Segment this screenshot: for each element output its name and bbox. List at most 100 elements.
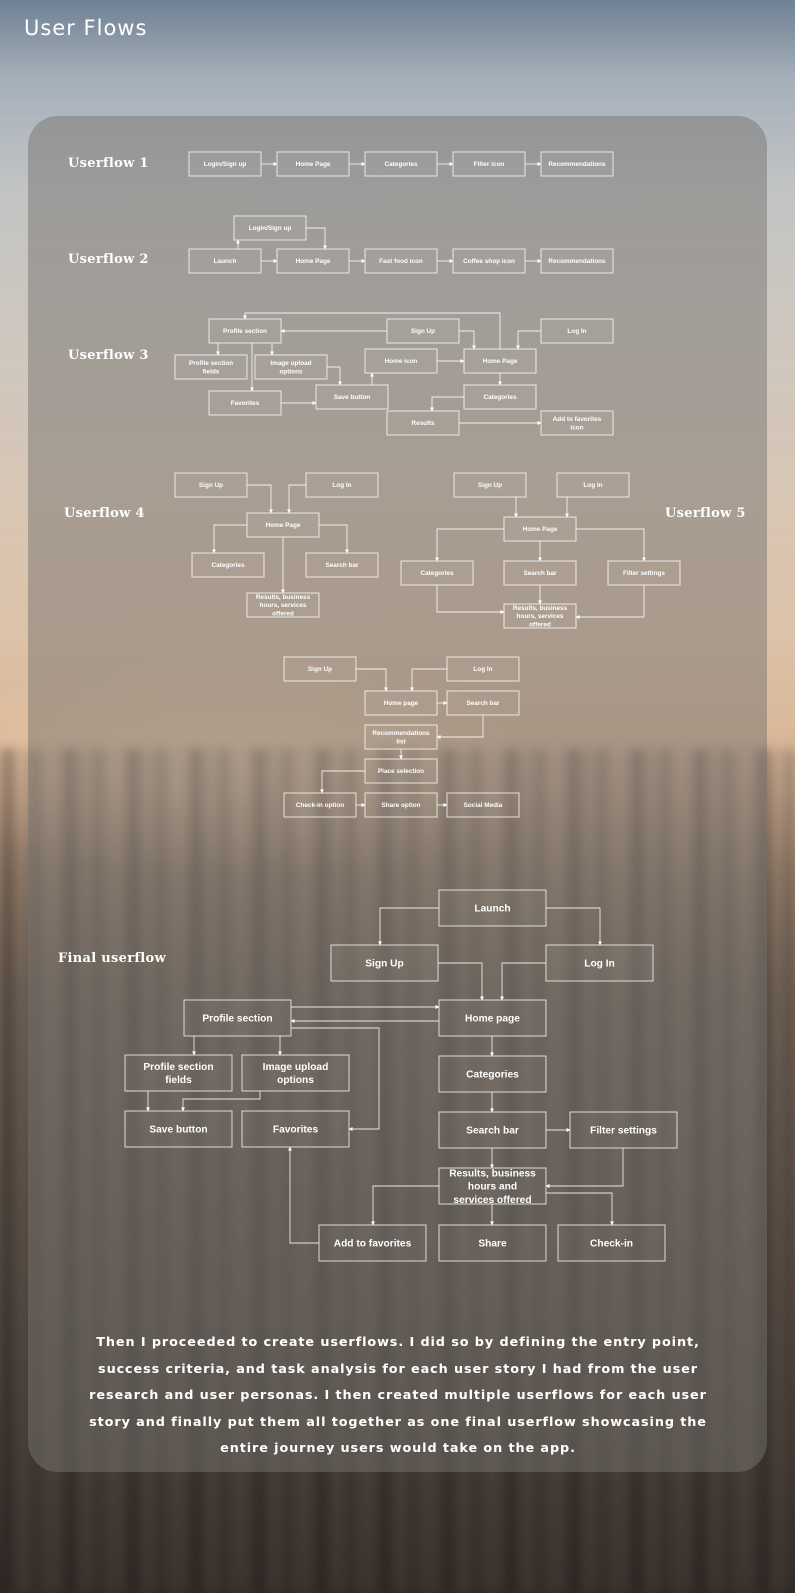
node-label: Recommendations: [548, 161, 606, 168]
node-uf6-search: Search bar: [446, 690, 520, 716]
edge-final-addfav-to-fav: [287, 1146, 319, 1244]
final-userflow-label: Final userflow: [58, 951, 166, 966]
node-label: Log In: [583, 482, 602, 489]
node-label: Log In: [473, 666, 492, 673]
node-uf5-signup: Sign Up: [453, 472, 527, 498]
node-box: [452, 151, 526, 177]
node-label: Coffee shop icon: [463, 258, 515, 265]
node-box: [305, 472, 379, 498]
diagram-uf1: Login/Sign up Home Page Categories Filter i…: [188, 151, 614, 177]
node-label: Home icon: [385, 358, 418, 365]
node-box: [276, 248, 350, 274]
node-uf4-cat: Categories: [191, 552, 265, 578]
node-uf6-place: Place selection: [364, 758, 438, 784]
edge-uf6-signup-to-home: [356, 668, 389, 692]
node-final-signup: Sign Up: [330, 944, 439, 982]
node-uf4-home: Home Page: [246, 512, 320, 538]
node-box: [438, 999, 547, 1037]
edge-uf3-home-to-profile: [242, 312, 501, 349]
node-label: Home page: [465, 1014, 520, 1025]
node-label: Check-in: [590, 1239, 633, 1250]
edge-uf4-home-to-cat: [211, 524, 247, 554]
node-label: Filter icon: [474, 161, 505, 168]
node-box: [188, 151, 262, 177]
node-box: [124, 1110, 233, 1148]
node-uf3-login: Log In: [540, 318, 614, 344]
edge-final-results-to-addfav: [370, 1185, 439, 1226]
node-box: [540, 410, 614, 436]
node-label: Categories: [384, 161, 417, 168]
node-label: Check-in option: [296, 802, 344, 809]
node-uf3-save: Save button: [315, 384, 389, 410]
node-box: [386, 410, 460, 436]
node-label: Sign Up: [478, 482, 502, 489]
node-box: [364, 758, 438, 784]
node-uf6-signup: Sign Up: [283, 656, 357, 682]
node-label: Save button: [149, 1125, 207, 1136]
node-uf3-results: Results: [386, 410, 460, 436]
node-label: Search bar: [466, 1126, 519, 1137]
node-box: [453, 472, 527, 498]
node-box: [364, 724, 438, 750]
node-label: Profile section: [202, 1014, 272, 1025]
node-label: Launch: [214, 258, 237, 265]
node-label: Log In: [584, 959, 615, 970]
edge-uf4-home-to-search: [319, 524, 350, 554]
edge-uf6-login-to-home: [409, 668, 447, 692]
node-label: Home Page: [296, 161, 331, 168]
node-box: [208, 318, 282, 344]
userflow-2-label: Userflow 2: [68, 252, 149, 267]
node-box: [254, 354, 328, 380]
node-box: [183, 999, 292, 1037]
edge-final-signup-to-home: [438, 962, 485, 1001]
node-box: [315, 384, 389, 410]
node-box: [446, 792, 520, 818]
node-box: [503, 560, 577, 586]
page-title: User Flows: [24, 16, 148, 40]
node-label: Log In: [567, 328, 586, 335]
edge-uf4-signup-to-home: [247, 484, 274, 514]
node-uf3-home: Home Page: [463, 348, 537, 374]
node-uf1-rec: Recommendations: [540, 151, 614, 177]
node-uf3-signup: Sign Up: [386, 318, 460, 344]
edge-uf2-login-to-home: [306, 227, 328, 250]
node-box: [124, 1054, 233, 1092]
node-label: Home Page: [483, 358, 518, 365]
node-uf4-search: Search bar: [305, 552, 379, 578]
edge-final-results-to-checkin: [546, 1192, 615, 1226]
node-label: Log In: [332, 482, 351, 489]
node-box: [364, 151, 438, 177]
edge-uf5-home-to-cat: [434, 528, 504, 562]
node-box: [463, 384, 537, 410]
node-uf1-login: Login/Sign up: [188, 151, 262, 177]
node-label: Add to favorites: [334, 1239, 412, 1250]
node-box: [364, 690, 438, 716]
edge-uf3-signup-to-home: [459, 330, 477, 350]
node-final-addfav: Add to favorites: [318, 1224, 427, 1262]
node-box: [556, 472, 630, 498]
edge-uf3-login-to-home: [515, 330, 541, 350]
node-box: [318, 1224, 427, 1262]
node-box: [276, 151, 350, 177]
node-uf2-home: Home Page: [276, 248, 350, 274]
node-label: Sign Up: [365, 959, 403, 970]
node-label: Launch: [474, 904, 510, 915]
node-box: [208, 390, 282, 416]
node-final-login: Log In: [545, 944, 654, 982]
edge-uf6-search-to-reclist: [436, 715, 484, 740]
node-box: [246, 512, 320, 538]
node-label: Fast food icon: [379, 258, 423, 265]
edge-final-profile-to-fav: [291, 1027, 380, 1132]
userflow-5-label: Userflow 5: [665, 506, 746, 521]
